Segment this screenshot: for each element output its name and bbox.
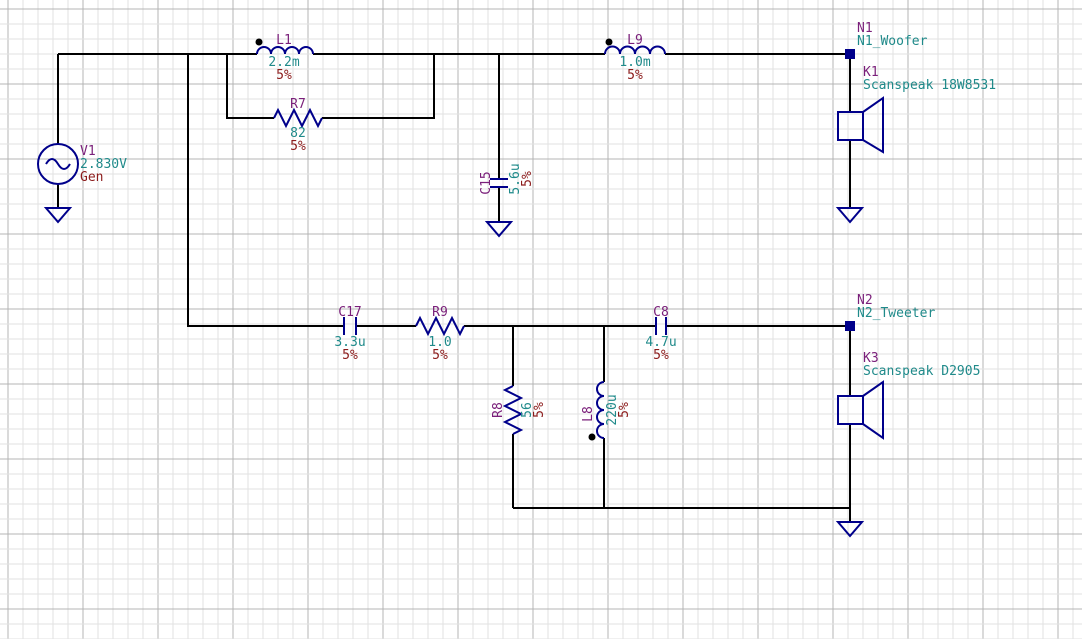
capacitor-symbol	[343, 317, 357, 335]
label-value: 3.3u	[334, 335, 365, 350]
label-name: R8	[491, 402, 506, 418]
ground-icon	[43, 207, 73, 224]
label-tolerance: 5%	[520, 171, 535, 187]
resistor-r8[interactable]: R8 56 5%	[491, 385, 547, 435]
speaker-magnet	[837, 111, 864, 141]
label-value: Scanspeak D2905	[863, 364, 980, 379]
ground-icon	[835, 207, 865, 224]
label-name: R7	[290, 97, 306, 112]
label-value: 56	[520, 402, 535, 418]
capacitor-c17[interactable]: C17 3.3u 5%	[334, 305, 365, 363]
polarity-dot	[588, 433, 596, 441]
inductor-l8[interactable]: L8 220u 5%	[581, 381, 632, 441]
label-value: 2.2m	[268, 55, 299, 70]
ground-icon	[835, 521, 865, 538]
capacitor-c8[interactable]: C8 4.7u 5%	[645, 305, 676, 363]
label-extra: Gen	[80, 170, 103, 185]
coil-symbol	[256, 46, 314, 55]
label-value: Scanspeak 18W8531	[863, 78, 996, 93]
coil-symbol	[596, 381, 605, 439]
label-name: K3	[863, 351, 879, 366]
resistor-symbol	[502, 385, 524, 435]
label-tolerance: 5%	[342, 348, 358, 363]
label-tolerance: 5%	[276, 68, 292, 83]
label-tolerance: 5%	[290, 139, 306, 154]
capacitor-symbol	[490, 178, 508, 188]
capacitor-symbol	[655, 317, 667, 335]
wire-r7-loop[interactable]	[226, 54, 435, 119]
label-tolerance: 5%	[432, 348, 448, 363]
coil-symbol	[604, 45, 666, 55]
node-n1[interactable]: N1 N1_Woofer	[845, 21, 928, 59]
voltage-source-v1[interactable]: V1 2.830V Gen	[37, 143, 127, 185]
speaker-magnet	[837, 395, 864, 425]
label-name: N1	[857, 21, 873, 36]
label-value: 1.0m	[619, 55, 650, 70]
grounds	[43, 207, 865, 538]
ground-icon	[484, 221, 514, 238]
speaker-k1[interactable]: K1 Scanspeak 18W8531	[837, 65, 996, 154]
label-value: 1.0	[428, 335, 451, 350]
inductor-l9[interactable]: L9 1.0m 5%	[604, 33, 666, 83]
speaker-k3[interactable]: K3 Scanspeak D2905	[837, 351, 980, 440]
label-value: 4.7u	[645, 335, 676, 350]
label-name: K1	[863, 65, 879, 80]
sine-icon	[45, 158, 71, 170]
label-tolerance: 5%	[617, 402, 632, 418]
polarity-dot	[605, 38, 613, 46]
node-marker	[845, 321, 855, 331]
node-marker	[845, 49, 855, 59]
label-name: L8	[581, 406, 596, 422]
resistor-symbol	[415, 315, 465, 337]
label-node: N2_Tweeter	[857, 306, 935, 321]
label-name: C17	[338, 305, 361, 320]
label-name: R9	[432, 305, 448, 320]
label-name: N2	[857, 293, 873, 308]
label-value: 82	[290, 126, 306, 141]
label-value: 5.6u	[508, 163, 523, 194]
speaker-cone	[862, 96, 884, 154]
source-circle	[37, 143, 79, 185]
label-tolerance: 5%	[653, 348, 669, 363]
wires	[57, 53, 851, 522]
inductor-l1[interactable]: L1 2.2m 5%	[255, 33, 314, 83]
polarity-dot	[255, 38, 263, 46]
label-name: C8	[653, 305, 669, 320]
label-name: L1	[276, 33, 292, 48]
label-name: L9	[627, 33, 643, 48]
label-name: C15	[479, 171, 494, 194]
label-name: V1	[80, 144, 96, 159]
speaker-cone	[862, 380, 884, 440]
label-tolerance: 5%	[532, 402, 547, 418]
resistor-symbol	[273, 107, 323, 129]
label-value: 220u	[605, 394, 620, 425]
label-value: 2.830V	[80, 157, 127, 172]
wire-bottom-rail[interactable]	[513, 326, 851, 522]
wire-tweeter-branch[interactable]	[187, 54, 344, 327]
resistor-r9[interactable]: R9 1.0 5%	[415, 305, 465, 363]
label-node: N1_Woofer	[857, 34, 928, 49]
capacitor-c15[interactable]: C15 5.6u 5%	[479, 163, 535, 194]
label-tolerance: 5%	[627, 68, 643, 83]
resistor-r7[interactable]: R7 82 5%	[273, 97, 323, 154]
node-n2[interactable]: N2 N2_Tweeter	[845, 293, 935, 331]
